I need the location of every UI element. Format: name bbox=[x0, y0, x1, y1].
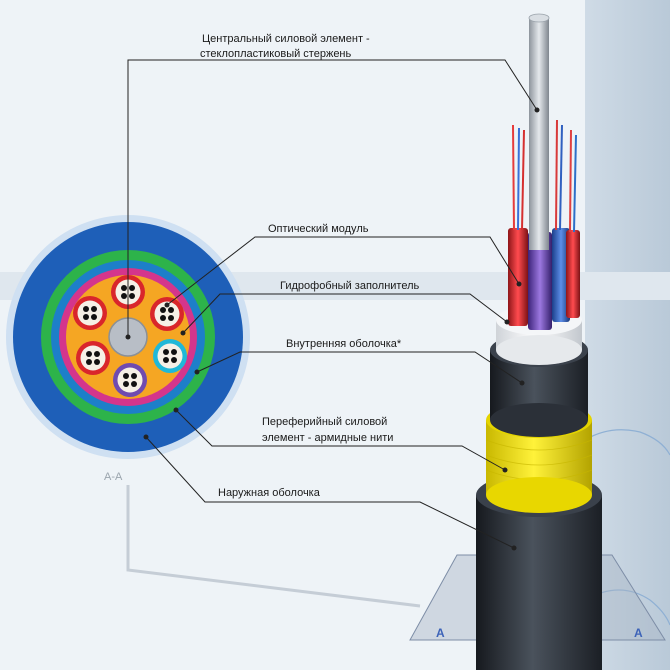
inner-sheath-body bbox=[490, 350, 588, 420]
section-mark: A-A bbox=[104, 471, 123, 483]
label-peripheral-line1: Переферийный силовой bbox=[262, 416, 388, 428]
module-tube-violet bbox=[528, 232, 552, 330]
label-optical-module: Оптический модуль bbox=[268, 223, 369, 235]
outer-sheath-body bbox=[476, 495, 602, 670]
label-peripheral-line2: элемент - армидные нити bbox=[262, 432, 394, 444]
leader-peripheral bbox=[175, 409, 506, 471]
module-tube-red-right bbox=[566, 230, 580, 318]
cs-module-red-3 bbox=[76, 341, 110, 375]
module-tube-red-left bbox=[508, 228, 528, 326]
leader-optical-module bbox=[166, 236, 520, 306]
aramid-layer-body bbox=[486, 420, 592, 495]
cs-module-cyan bbox=[153, 339, 187, 373]
leader-dots bbox=[125, 107, 540, 551]
label-inner-sheath: Внутренняя оболочка* bbox=[286, 338, 402, 350]
aramid-layer-bottom bbox=[486, 477, 592, 513]
section-connector bbox=[126, 485, 421, 608]
label-central-line2: стеклопластиковый стержень bbox=[200, 48, 352, 60]
decor-curve-1 bbox=[584, 429, 670, 456]
central-rod-tip bbox=[528, 13, 550, 23]
module-tube-blue bbox=[552, 228, 570, 322]
leader-outer-sheath bbox=[145, 436, 515, 549]
white-layer-bottom bbox=[496, 335, 582, 365]
cs-module-red-4 bbox=[73, 296, 107, 330]
central-rod bbox=[529, 18, 549, 250]
leader-central-rod bbox=[127, 59, 538, 337]
leader-lines bbox=[127, 59, 538, 549]
label-outer-sheath: Наружная оболочка bbox=[218, 487, 320, 499]
label-hydrophobic-filler: Гидрофобный заполнитель bbox=[280, 280, 420, 292]
decor-curve-2 bbox=[584, 589, 670, 626]
leader-hydrophobic bbox=[182, 293, 508, 334]
plane-letter-left: A bbox=[436, 626, 445, 640]
cs-module-red-2 bbox=[150, 297, 184, 331]
cs-module-violet bbox=[113, 363, 147, 397]
label-central-line1: Центральный силовой элемент - bbox=[202, 33, 370, 45]
inner-sheath-bottom bbox=[490, 403, 588, 437]
leader-inner-sheath bbox=[196, 351, 523, 384]
plane-letter-right: A bbox=[634, 626, 643, 640]
